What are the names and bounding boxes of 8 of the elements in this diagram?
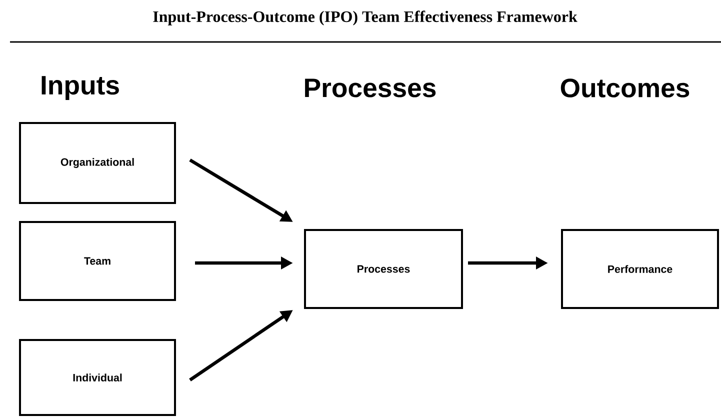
box: Performance xyxy=(561,229,719,309)
box: Team xyxy=(19,221,176,301)
box: Individual xyxy=(19,339,176,416)
column-heading: Processes xyxy=(305,78,436,98)
box: Processes xyxy=(304,229,463,309)
box: Organizational xyxy=(19,122,176,204)
column-heading: Outcomes xyxy=(560,78,690,98)
title: Input-Process-Outcome (IPO) Team Effectiveness Framework xyxy=(153,10,578,26)
